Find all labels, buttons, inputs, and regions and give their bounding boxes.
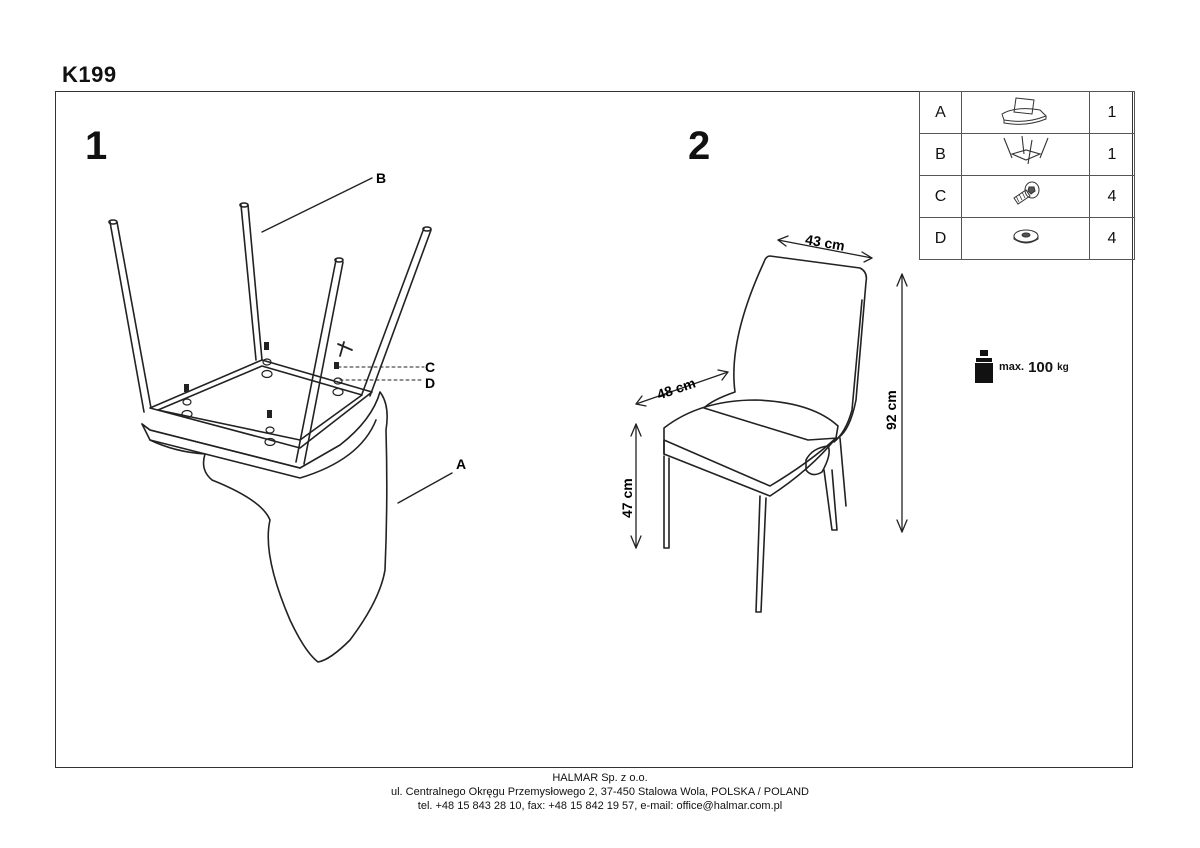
chair-back-left-leg [823,469,838,531]
dimension-height-label: 92 cm [883,390,899,430]
leg-3 [295,259,344,465]
chair-back-right-leg [839,437,847,507]
washer-icon [1013,229,1038,244]
company-footer: HALMAR Sp. z o.o. ul. Centralnego Okręgu… [0,771,1200,813]
dimension-width-label: 43 cm [804,231,846,254]
max-load-label: max. [999,361,1025,373]
parts-row-b: B 1 [919,133,1135,176]
max-load-indicator: max. 100 kg [973,350,1069,384]
weight-icon [975,350,993,383]
parts-row-c: C 4 [919,175,1135,218]
footer-address: ul. Centralnego Okręgu Przemysłowego 2, … [390,786,809,798]
step-2-number: 2 [688,124,711,168]
part-quantity: 4 [1089,217,1135,260]
step-2-illustration [630,235,908,613]
leg-2 [240,204,263,361]
part-letter: B [919,133,962,176]
footer-contact: tel. +48 15 843 28 10, fax: +48 15 842 1… [417,800,783,812]
part-letter: C [919,175,962,218]
chair-front-left-leg [663,455,670,549]
callout-a: A [456,456,466,472]
part-quantity: 4 [1089,175,1135,218]
parts-row-a: A 1 [919,91,1135,134]
max-load-value: 100 [1028,358,1054,376]
dimension-depth-label: 48 cm [655,374,698,402]
callout-b: B [376,170,386,186]
parts-row-d: D 4 [919,217,1135,260]
max-load-unit: kg [1057,361,1069,373]
part-quantity: 1 [1089,91,1135,134]
bolt-icon [1012,181,1039,205]
step-1-number: 1 [85,124,108,168]
callout-c: C [425,359,435,375]
callout-d: D [425,375,435,391]
footer-company-name: HALMAR Sp. z o.o. [552,772,648,784]
chair-backrest [703,255,868,441]
part-letter: A [919,91,962,134]
part-quantity: 1 [1089,133,1135,176]
dimension-seat-height-label: 47 cm [619,478,635,518]
instruction-frame [55,91,1133,768]
part-letter: D [919,217,962,260]
parts-list-table: A 1 B 1 C 4 [919,91,1135,260]
chair-front-right-leg [755,495,767,613]
leg-4 [361,227,432,397]
leg-1 [109,221,152,413]
step-1-illustration [108,177,453,663]
seat-backrest-part-a [141,391,388,663]
seat-icon [1000,97,1047,125]
chair-seat [663,399,839,497]
model-title: K199 [62,62,117,87]
leg-frame-icon [1002,135,1049,165]
